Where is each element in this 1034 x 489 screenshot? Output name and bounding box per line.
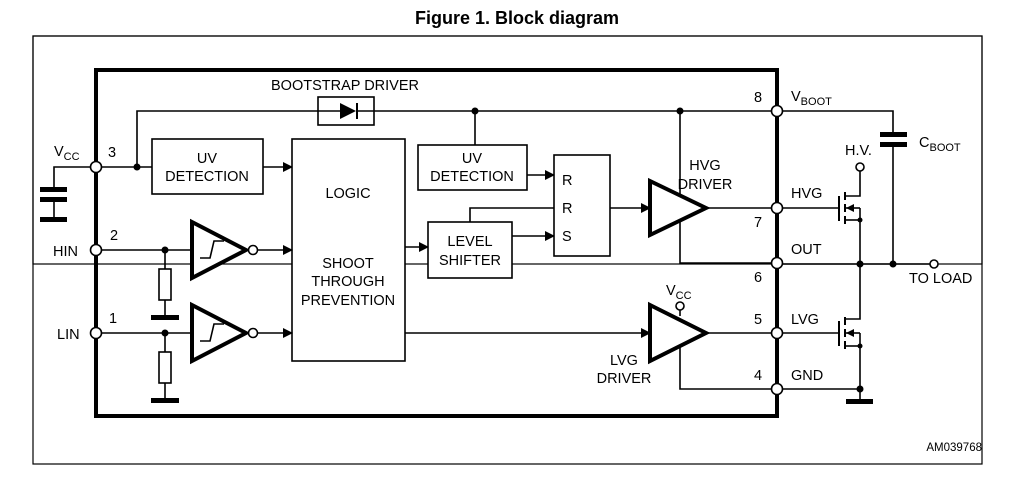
cboot-label: CBOOT [919, 135, 961, 154]
uv-detection-block-2 [417, 144, 528, 191]
cboot-capacitor-icon [880, 132, 907, 137]
pin-8-vboot [770, 104, 784, 118]
pin-4-gnd [770, 382, 784, 396]
hvg-driver-buffer-icon [648, 177, 711, 239]
pin-7-hvg [770, 201, 784, 215]
pin-6-out [770, 256, 784, 270]
latch-input-r1: R [562, 173, 572, 189]
pin-5-number: 5 [754, 312, 762, 328]
lvg-driver-line1: LVG [610, 353, 638, 369]
hv-terminal [855, 162, 865, 172]
high-side-mosfet-icon [777, 162, 865, 264]
pin-4-number: 4 [754, 368, 762, 384]
uv-detection-1-line2: DETECTION [165, 169, 249, 185]
bootstrap-driver-label: BOOTSTRAP DRIVER [271, 78, 419, 94]
pin-1-lin [89, 326, 103, 340]
pin-1-number: 1 [109, 311, 117, 327]
logic-block [291, 138, 406, 362]
to-load-label: TO LOAD [909, 271, 972, 287]
latch-input-r2: R [562, 201, 572, 217]
ground-icon [151, 398, 179, 403]
pin-2-hin [89, 243, 103, 257]
pin-8-number: 8 [754, 90, 762, 106]
lin-schmitt-inverter-icon [190, 301, 251, 365]
pin-gnd-label: GND [791, 368, 823, 384]
lvg-vcc-terminal [675, 301, 685, 311]
lvg-driver-buffer-icon [648, 301, 711, 365]
lvg-vcc-label: VCC [666, 283, 692, 302]
uv-detection-block-1 [151, 138, 264, 195]
pin-hvg-label: HVG [791, 186, 822, 202]
external-circuit [777, 110, 939, 404]
uv-detection-2-line2: DETECTION [430, 169, 514, 185]
logic-label: LOGIC [325, 186, 370, 202]
diode-icon [340, 103, 356, 119]
level-shifter-block [427, 221, 513, 279]
pin-hin-label: HIN [53, 244, 78, 260]
to-load-terminal [929, 259, 939, 269]
vcc-net [40, 163, 152, 222]
uv-detection-2-line1: UV [462, 151, 482, 167]
logic-line2: SHOOT [322, 256, 374, 272]
pin-2-number: 2 [110, 228, 118, 244]
pin-3-number: 3 [108, 145, 116, 161]
figure-reference-code: AM039768 [926, 442, 982, 454]
bootstrap-path [136, 96, 777, 167]
pin-3-vcc [89, 160, 103, 174]
pin-5-lvg [770, 326, 784, 340]
pin-lin-label: LIN [57, 327, 80, 343]
level-shifter-line1: LEVEL [447, 234, 492, 250]
logic-line4: PREVENTION [301, 293, 395, 309]
hv-label: H.V. [845, 143, 872, 159]
lin-pulldown-resistor-icon [158, 351, 172, 384]
hvg-driver-line2: DRIVER [678, 177, 733, 193]
pin-vcc-label: VCC [54, 144, 80, 163]
hvg-driver-line1: HVG [689, 158, 720, 174]
ground-icon [846, 399, 873, 404]
hin-pulldown-resistor-icon [158, 268, 172, 301]
pin-6-number: 6 [754, 270, 762, 286]
pin-out-label: OUT [791, 242, 822, 258]
hin-schmitt-inverter-icon [190, 218, 251, 282]
pin-vboot-label: VBOOT [791, 89, 832, 108]
pin-7-number: 7 [754, 215, 762, 231]
hin-input-path [96, 218, 293, 320]
ground-icon [151, 315, 179, 320]
lvg-driver-line2: DRIVER [597, 371, 652, 387]
pin-lvg-label: LVG [791, 312, 819, 328]
vcc-decoupling-capacitor-icon [40, 187, 67, 222]
level-shifter-line2: SHIFTER [439, 253, 501, 269]
ic-package [94, 68, 779, 418]
figure-frame-border [32, 35, 983, 465]
rs-latch-block [553, 154, 611, 257]
logic-line3: THROUGH [311, 274, 384, 290]
uv-detection-1-line1: UV [197, 151, 217, 167]
lin-input-path [96, 301, 293, 403]
latch-input-s: S [562, 229, 572, 245]
figure-title: Figure 1. Block diagram [414, 8, 620, 28]
